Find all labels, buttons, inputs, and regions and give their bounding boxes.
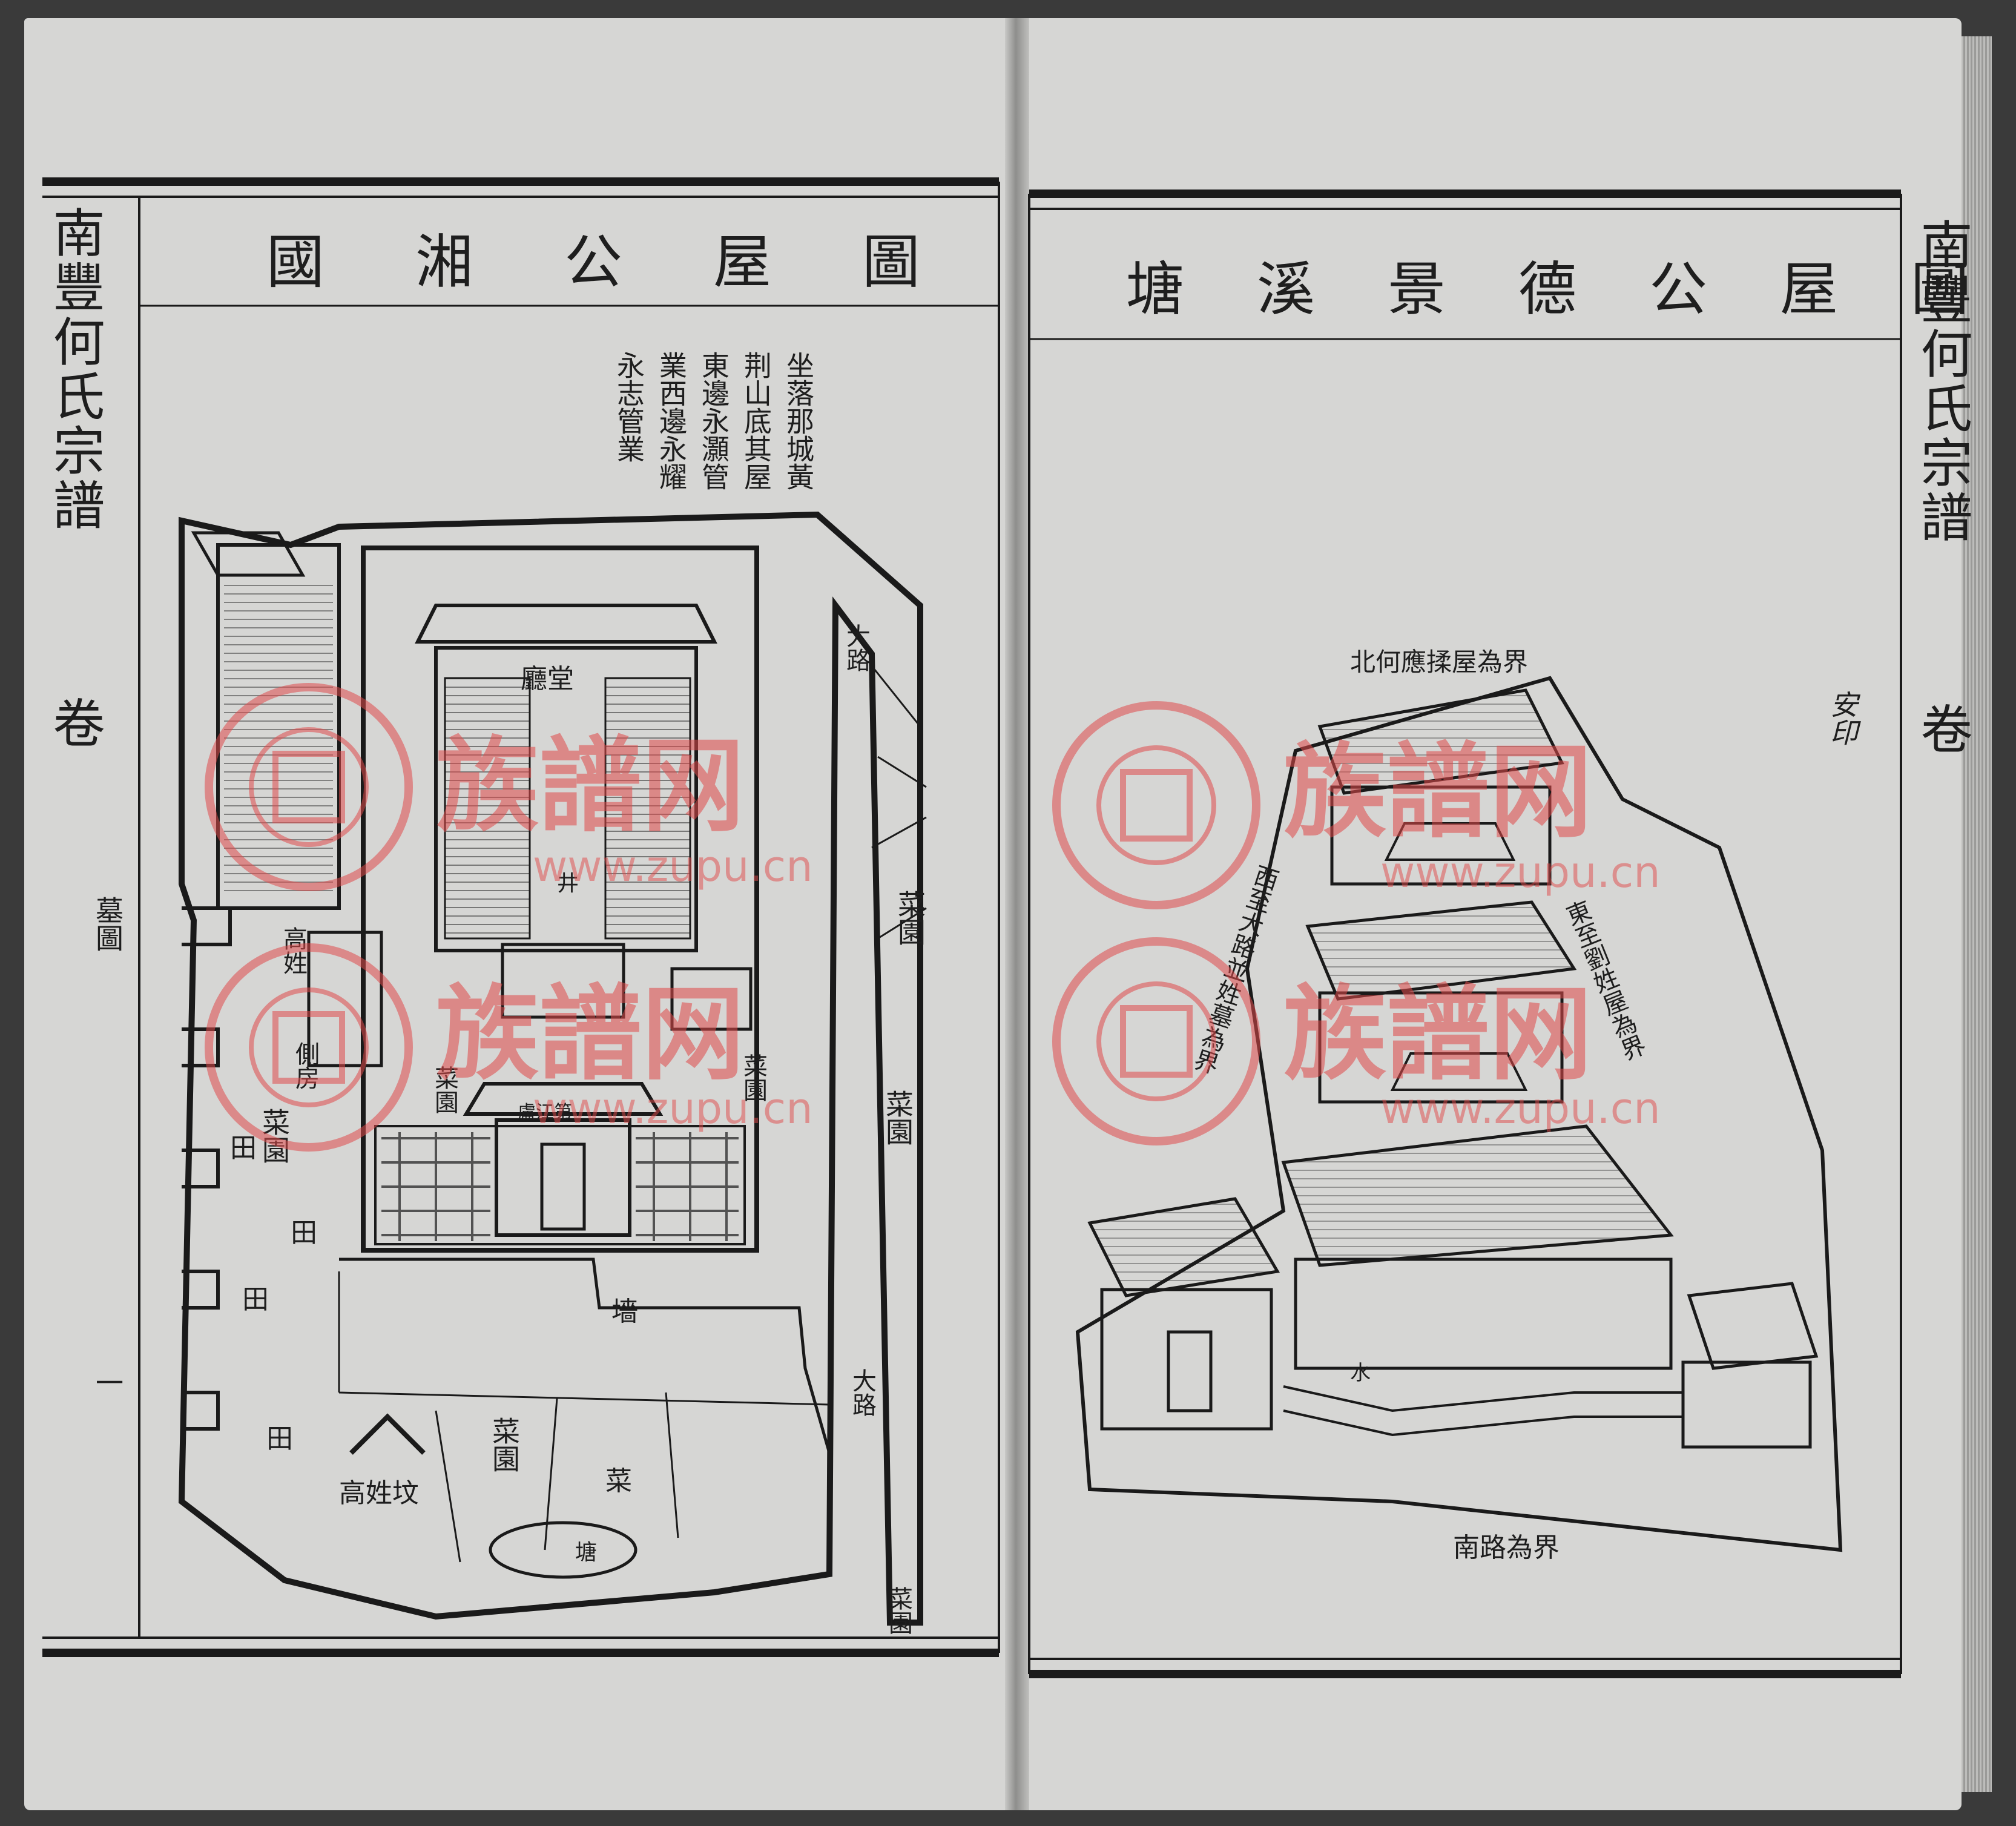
grave-label: 高姓坟 [339, 1478, 419, 1509]
gate-label: 盧江第 [518, 1102, 572, 1123]
water-label: 水 [1350, 1361, 1371, 1385]
well-label: 井 [557, 871, 579, 896]
gao-surname-label: 高姓 [279, 926, 307, 975]
garden-inner-2: 菜園 [739, 1053, 767, 1102]
garden-east-2: 菜園 [881, 1090, 914, 1145]
left-spine-title: 南豐何氏宗譜 [44, 206, 104, 533]
field-2: 田 [291, 1218, 317, 1248]
garden-west: 菜園 [258, 1108, 291, 1164]
garden-inner-1: 菜園 [430, 1066, 458, 1114]
field-1: 田 [230, 1133, 257, 1164]
right-spine-title: 南豐何氏宗譜 [1911, 218, 1972, 545]
right-spine-volume: 卷 [1911, 702, 1972, 757]
page-edge [1962, 36, 1992, 1792]
field-3: 田 [242, 1284, 269, 1315]
field-4: 田 [266, 1423, 293, 1454]
left-note-col5: 永志管業 [613, 351, 645, 463]
left-plate-title: 國湘公屋圖 [266, 228, 1011, 296]
side-house-label: 側房 [291, 1041, 319, 1090]
garden-south-2: 菜 [605, 1466, 632, 1497]
left-note-col1: 坐落那城黃 [782, 351, 815, 490]
pond-label: 塘 [575, 1540, 598, 1565]
left-note-col3: 東邊永灝管 [697, 351, 730, 490]
garden-se-label: 菜園 [884, 1586, 912, 1635]
big-road-label: 大路 [842, 624, 870, 672]
left-spine-volume: 卷 [44, 696, 104, 751]
left-spine-section: 墓圖 [91, 896, 124, 952]
garden-south-1: 菜園 [488, 1417, 521, 1472]
left-spine-page-no: 一 [91, 1368, 124, 1396]
south-road-label: 大路 [848, 1368, 876, 1417]
left-note-col4: 業西邊永耀 [655, 351, 688, 490]
south-boundary-label: 南路為界 [1453, 1532, 1560, 1563]
wall-label: 墻 [611, 1296, 638, 1327]
garden-east-1: 菜園 [894, 890, 926, 946]
handwritten-note: 安印 [1826, 690, 1859, 746]
book-gutter [1005, 18, 1029, 1810]
north-boundary-label: 北何應揉屋為界 [1350, 647, 1529, 677]
hall-label: 廳堂 [521, 664, 574, 694]
right-plate-title: 塘溪景德公屋圖 [1126, 255, 2016, 323]
left-note-col2: 荆山底其屋 [740, 351, 772, 490]
